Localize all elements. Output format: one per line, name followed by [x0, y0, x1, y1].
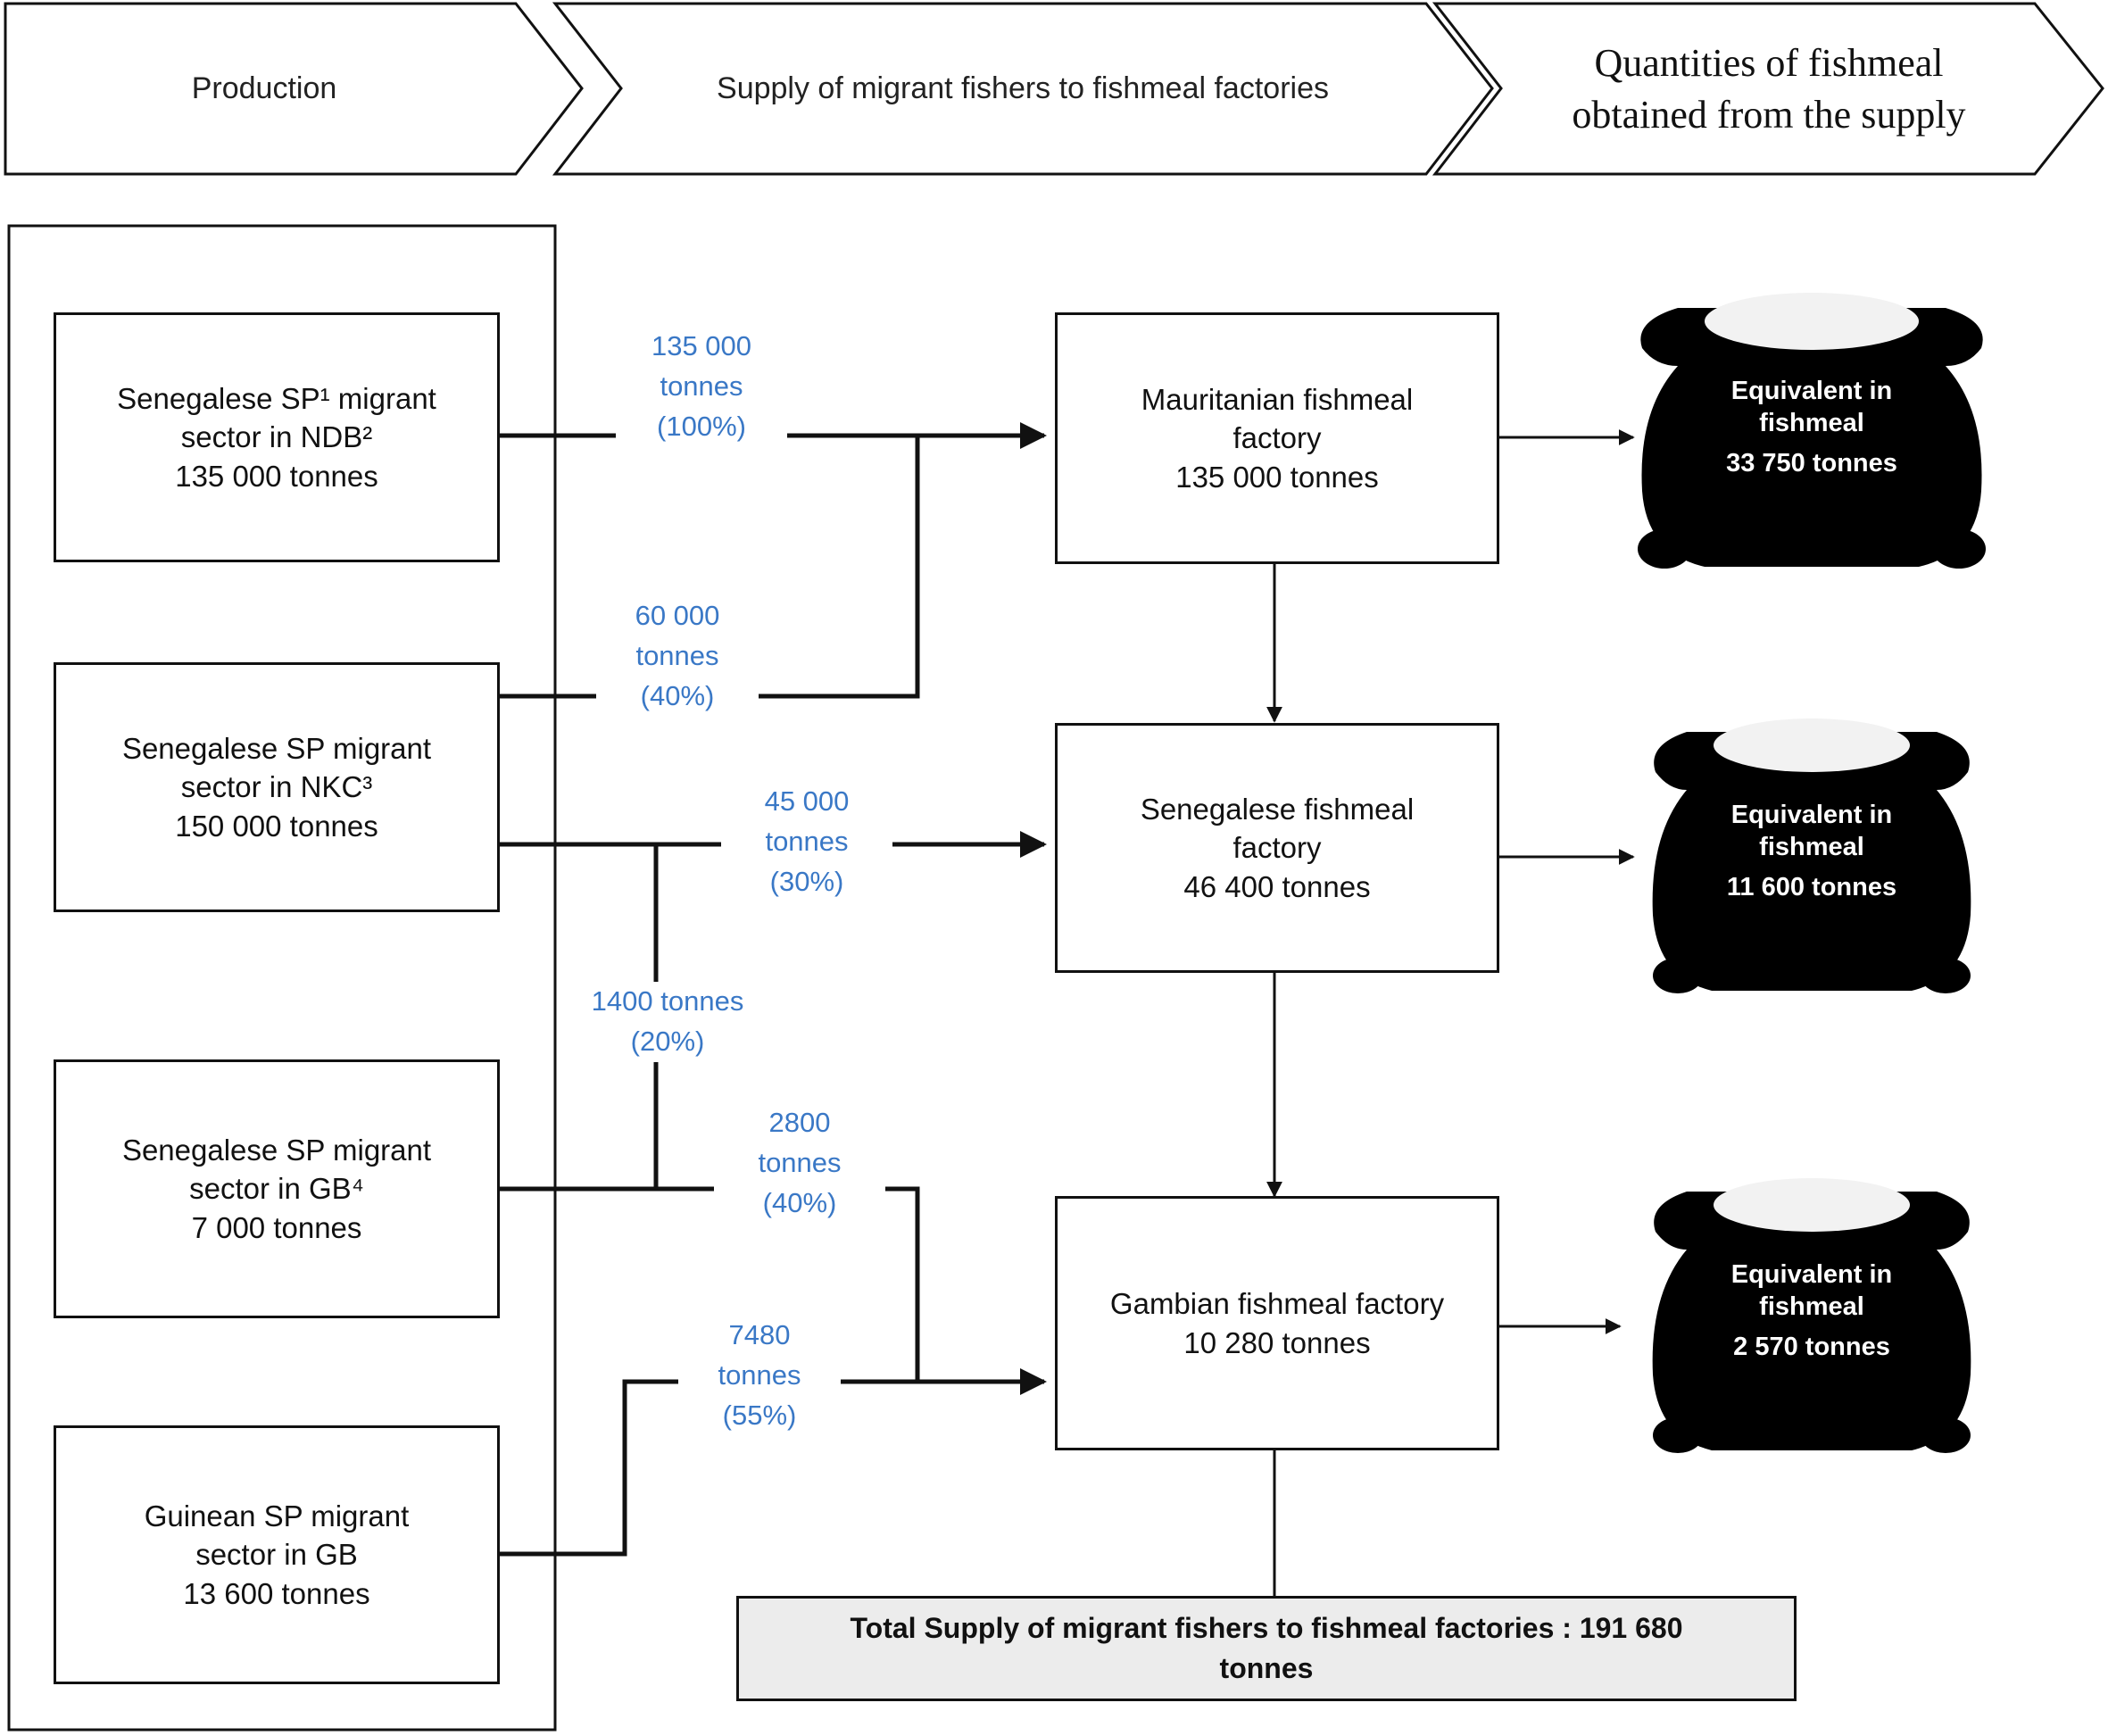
flow-6-line2: tonnes [718, 1358, 801, 1391]
factory-mauritanian-line1: Mauritanian fishmeal [1141, 382, 1414, 416]
flow-1-line3: (100%) [657, 410, 746, 442]
factory-senegalese-line3: 46 400 tonnes [1183, 869, 1371, 903]
flow-label-ndb-mauritania: 135 000 tonnes (100%) [616, 327, 787, 447]
flow-label-nkc-senegal: 45 000 tonnes (30%) [721, 782, 892, 902]
source-gb-line1: Senegalese SP migrant [121, 1133, 432, 1167]
bag-label-mauritanian: Equivalent in fishmeal 33 750 tonnes [1678, 375, 1946, 479]
bag-1-line1: Equivalent in [1730, 377, 1893, 405]
connector-gb-gambia [498, 1186, 920, 1382]
flow-3-line3: (30%) [769, 865, 844, 897]
fishmeal-bag-icon [1652, 1178, 1971, 1453]
stage-quantities-line1: Quantities of fishmeal [1594, 41, 1944, 86]
flow-1-line2: tonnes [660, 370, 743, 402]
bag-label-senegalese: Equivalent in fishmeal 11 600 tonnes [1678, 799, 1946, 903]
stage-quantities-label: Quantities of fishmeal obtained from the… [1501, 4, 2037, 174]
stage-quantities-chevron [1432, 2, 2104, 176]
factory-senegalese-line2: factory [1232, 831, 1322, 865]
total-supply-box: Total Supply of migrant fishers to fishm… [736, 1596, 1797, 1701]
fishmeal-bag-icon [1652, 718, 1971, 993]
factory-mauritanian-line2: factory [1232, 421, 1322, 455]
stage-supply-chevron [552, 2, 1494, 176]
fishmeal-bag-icon [1638, 293, 1986, 569]
flow-1-line1: 135 000 [651, 330, 752, 361]
flow-5-line1: 2800 [768, 1107, 831, 1138]
factory-gambian-line1: Gambian fishmeal factory [1109, 1286, 1445, 1320]
stage-supply-label: Supply of migrant fishers to fishmeal fa… [621, 4, 1424, 174]
source-box-nkc: Senegalese SP migrant sector in NKC³ 150… [54, 662, 500, 912]
flow-3-line1: 45 000 [764, 785, 850, 817]
total-supply-line1: Total Supply of migrant fishers to fishm… [850, 1612, 1683, 1645]
stage-quantities-line2: obtained from the supply [1572, 92, 1966, 137]
source-gb-line3: 7 000 tonnes [191, 1210, 362, 1244]
bag-2-line1: Equivalent in [1730, 801, 1893, 829]
bag-1-line3: 33 750 tonnes [1726, 448, 1897, 478]
total-supply-line2: tonnes [1219, 1652, 1314, 1684]
factory-box-senegalese: Senegalese fishmeal factory 46 400 tonne… [1055, 723, 1499, 973]
factory-box-mauritanian: Mauritanian fishmeal factory 135 000 ton… [1055, 312, 1499, 564]
bag-label-gambian: Equivalent in fishmeal 2 570 tonnes [1678, 1258, 1946, 1363]
factory-gambian-line2: 10 280 tonnes [1183, 1325, 1371, 1359]
source-guinean-line3: 13 600 tonnes [183, 1576, 370, 1610]
flow-label-nkc-gambia: 1400 tonnes (20%) [564, 982, 771, 1062]
flow-4-line2: (20%) [630, 1025, 705, 1057]
stage-production-label: Production [5, 4, 523, 174]
source-nkc-line2: sector in NKC³ [180, 770, 373, 804]
bag-3-line1: Equivalent in [1730, 1260, 1893, 1289]
flow-5-line2: tonnes [758, 1146, 842, 1178]
flow-6-line1: 7480 [728, 1319, 791, 1350]
flow-label-nkc-mauritania: 60 000 tonnes (40%) [596, 596, 759, 717]
stage-supply-text: Supply of migrant fishers to fishmeal fa… [717, 71, 1329, 105]
stage-production-chevron [4, 2, 584, 176]
stage-production-text: Production [191, 71, 337, 105]
flow-label-guinean-gambia: 7480 tonnes (55%) [678, 1316, 841, 1436]
source-gb-line2: sector in GB⁴ [189, 1172, 364, 1206]
factory-box-gambian: Gambian fishmeal factory 10 280 tonnes [1055, 1196, 1499, 1450]
source-box-ndb: Senegalese SP¹ migrant sector in NDB² 13… [54, 312, 500, 562]
source-guinean-line1: Guinean SP migrant [144, 1499, 410, 1532]
flow-2-line3: (40%) [640, 679, 715, 711]
factory-senegalese-line1: Senegalese fishmeal [1140, 792, 1415, 826]
flow-4-line1: 1400 tonnes [591, 985, 744, 1017]
flow-6-line3: (55%) [722, 1399, 797, 1431]
factory-mauritanian-line3: 135 000 tonnes [1175, 460, 1379, 494]
bag-3-line2: fishmeal [1759, 1292, 1864, 1322]
source-nkc-line1: Senegalese SP migrant [121, 731, 432, 765]
bag-1-line2: fishmeal [1759, 409, 1864, 438]
source-ndb-line2: sector in NDB² [180, 420, 373, 454]
flow-3-line2: tonnes [765, 825, 849, 857]
bag-2-line3: 11 600 tonnes [1726, 872, 1897, 901]
source-box-guinean: Guinean SP migrant sector in GB 13 600 t… [54, 1425, 500, 1684]
bag-2-line2: fishmeal [1759, 833, 1864, 862]
source-ndb-line3: 135 000 tonnes [175, 459, 378, 493]
flow-2-line1: 60 000 [635, 600, 720, 631]
source-guinean-line2: sector in GB [195, 1538, 358, 1572]
flow-label-gb-gambia: 2800 tonnes (40%) [714, 1103, 885, 1224]
flow-2-line2: tonnes [635, 639, 719, 671]
source-ndb-line1: Senegalese SP¹ migrant [117, 381, 436, 415]
source-nkc-line3: 150 000 tonnes [175, 809, 378, 843]
flow-5-line3: (40%) [762, 1186, 837, 1218]
production-panel [7, 224, 557, 1732]
source-box-gb: Senegalese SP migrant sector in GB⁴ 7 00… [54, 1059, 500, 1318]
bag-3-line3: 2 570 tonnes [1733, 1332, 1890, 1361]
